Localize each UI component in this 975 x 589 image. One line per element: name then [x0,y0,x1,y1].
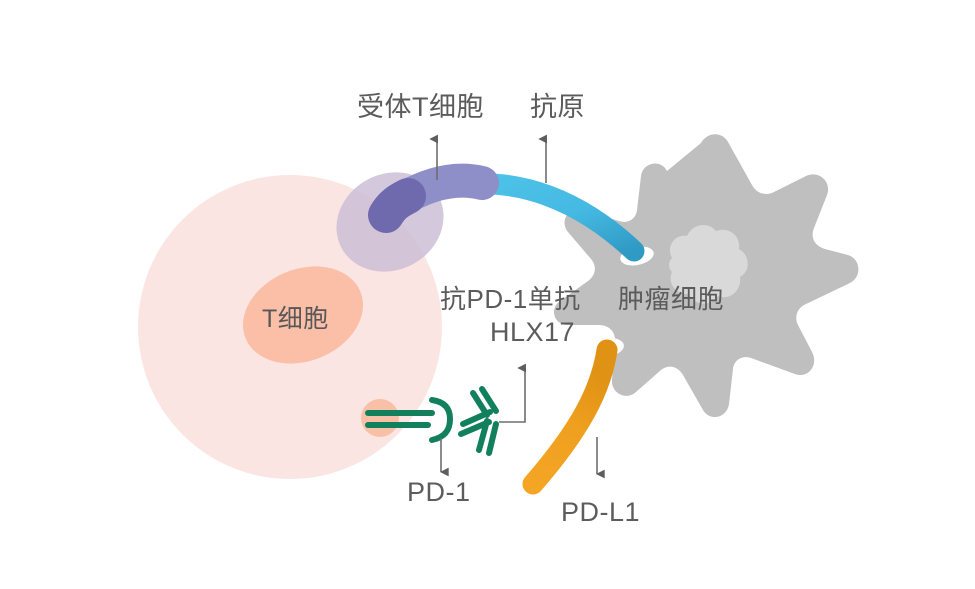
anti-pd1-antibody [365,386,499,456]
antibody-hinge-upper [470,390,490,418]
label-anti-pd1-antibody: 抗PD-1单抗 [440,284,581,314]
label-t-cell: T细胞 [262,305,329,333]
antibody-hinge-upper2 [479,386,499,414]
arrow-hlx17-elbow [499,363,526,423]
label-receptor-tcell: 受体T细胞 [357,92,484,122]
callout-arrows [429,134,605,479]
t-cell-nucleus [242,266,364,364]
tcr-dark-segment [368,178,426,233]
label-antigen: 抗原 [530,92,585,122]
pd1-receptor-anchor-icon [361,399,399,437]
t-cell-receptor [368,163,499,233]
antibody-hinge-lower [476,418,490,453]
label-pd1: PD-1 [407,477,471,507]
pdl1-ligand [522,339,618,495]
tumor-cell-nucleus [669,224,748,304]
antibody-hinge-lower2 [486,421,499,456]
label-pdl1: PD-L1 [561,497,641,527]
antibody-binding-cleft [429,397,454,443]
label-tumor-cell: 肿瘤细胞 [618,284,725,314]
pdl1-arm [522,339,618,495]
label-antibody-code: HLX17 [490,317,576,347]
